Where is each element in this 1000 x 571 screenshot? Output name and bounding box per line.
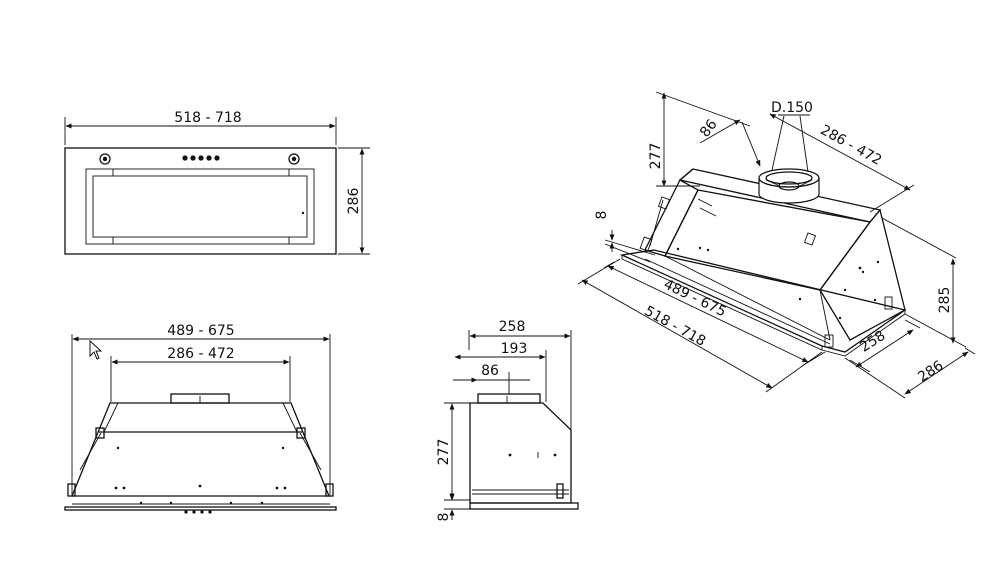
mouse-pointer-icon bbox=[89, 339, 103, 360]
front-height-label: 286 bbox=[346, 188, 362, 215]
iso-panel-width-label: 518 - 718 bbox=[642, 303, 709, 350]
side-inner-depth-label: 193 bbox=[501, 341, 528, 357]
iso-flange-label: 8 bbox=[594, 211, 610, 220]
side-collar-label: 86 bbox=[481, 363, 499, 379]
side-depth-label: 258 bbox=[499, 319, 526, 335]
front-width-label: 518 - 718 bbox=[174, 110, 241, 126]
light-left-icon bbox=[99, 153, 111, 165]
iso-depth-label: 258 bbox=[857, 328, 888, 356]
iso-panel-depth-label: 286 bbox=[915, 358, 946, 386]
front-view: 518 - 718 286 bbox=[64, 110, 370, 255]
iso-duct-label: D.150 bbox=[771, 100, 813, 116]
duct-collar-icon bbox=[758, 168, 820, 204]
side-height-label: 277 bbox=[436, 439, 452, 466]
control-buttons bbox=[182, 155, 220, 161]
front-panel bbox=[64, 147, 337, 255]
bottom-outer-width-label: 489 - 675 bbox=[167, 323, 234, 339]
iso-body-height-label: 285 bbox=[937, 287, 953, 314]
side-view: 258 193 86 277 8 bbox=[436, 319, 579, 522]
isometric-view: 277 86 D.150 286 - 472 8 bbox=[577, 91, 976, 399]
bottom-inner-width-label: 286 - 472 bbox=[167, 346, 234, 362]
side-flange-label: 8 bbox=[436, 513, 452, 522]
iso-height-label: 277 bbox=[648, 143, 664, 170]
light-right-icon bbox=[288, 153, 300, 165]
bottom-view: 489 - 675 286 - 472 bbox=[64, 323, 337, 514]
iso-collar-label: 86 bbox=[697, 117, 721, 141]
